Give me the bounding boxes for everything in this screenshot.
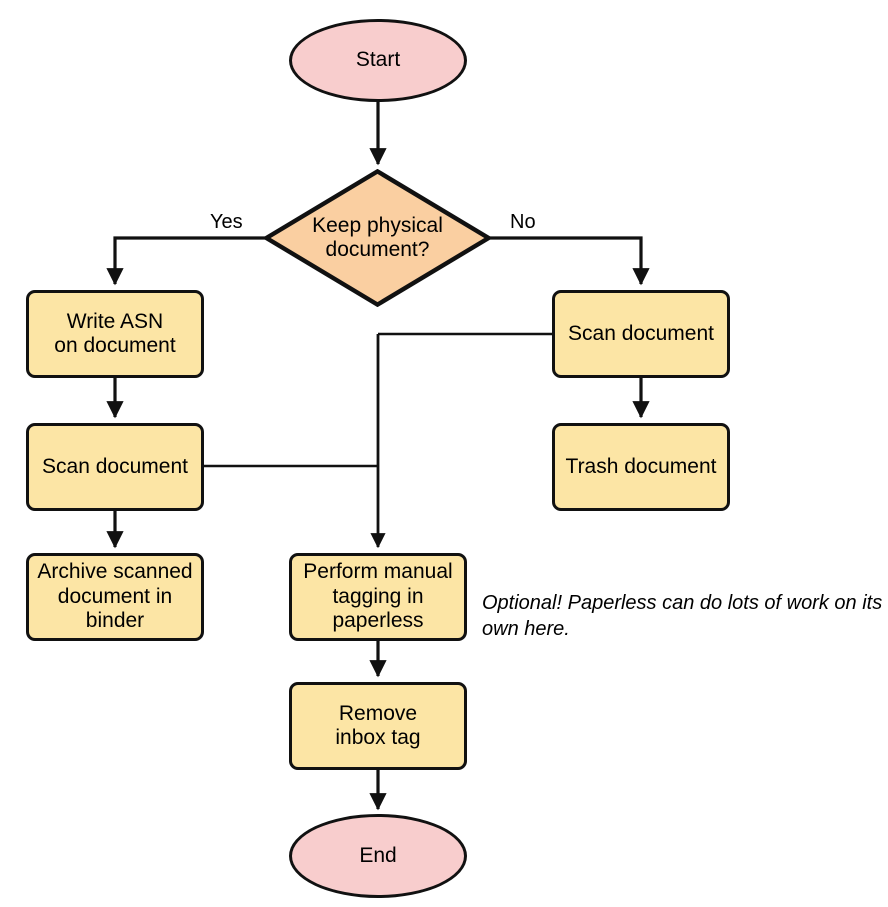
node-end-label: End <box>359 843 397 867</box>
node-tagging-label: Perform manual tagging in paperless <box>303 560 453 633</box>
node-scan-document-left-label: Scan document <box>42 454 188 478</box>
node-end[interactable]: End <box>289 814 467 898</box>
node-keep-physical-document-decision[interactable]: Keep physical document? <box>264 169 491 307</box>
diamond-shape <box>264 169 491 307</box>
node-write-asn-on-document[interactable]: Write ASN on document <box>26 290 204 378</box>
edge-decision-to-scan-right <box>490 236 650 286</box>
edge-decision-to-write-asn <box>106 236 265 286</box>
annotation-optional-paperless: Optional! Paperless can do lots of work … <box>482 592 883 640</box>
node-write-asn-label: Write ASN on document <box>54 309 176 357</box>
node-remove-inbox-label: Remove inbox tag <box>335 701 421 749</box>
node-remove-inbox-tag[interactable]: Remove inbox tag <box>289 682 467 770</box>
node-scan-document-right-label: Scan document <box>568 321 714 345</box>
node-archive-label: Archive scanned document in binder <box>37 560 193 633</box>
node-trash-document[interactable]: Trash document <box>552 423 730 511</box>
node-archive-scanned-document[interactable]: Archive scanned document in binder <box>26 553 204 641</box>
node-decision-label: Keep physical document? <box>312 213 443 261</box>
node-scan-document-left[interactable]: Scan document <box>26 423 204 511</box>
node-trash-document-label: Trash document <box>565 454 717 478</box>
edge-label-yes: Yes <box>210 211 243 233</box>
node-start-label: Start <box>355 48 401 72</box>
edge-label-no: No <box>510 211 536 233</box>
node-start[interactable]: Start <box>289 19 467 102</box>
node-scan-document-right[interactable]: Scan document <box>552 290 730 378</box>
node-perform-manual-tagging[interactable]: Perform manual tagging in paperless <box>289 553 467 641</box>
